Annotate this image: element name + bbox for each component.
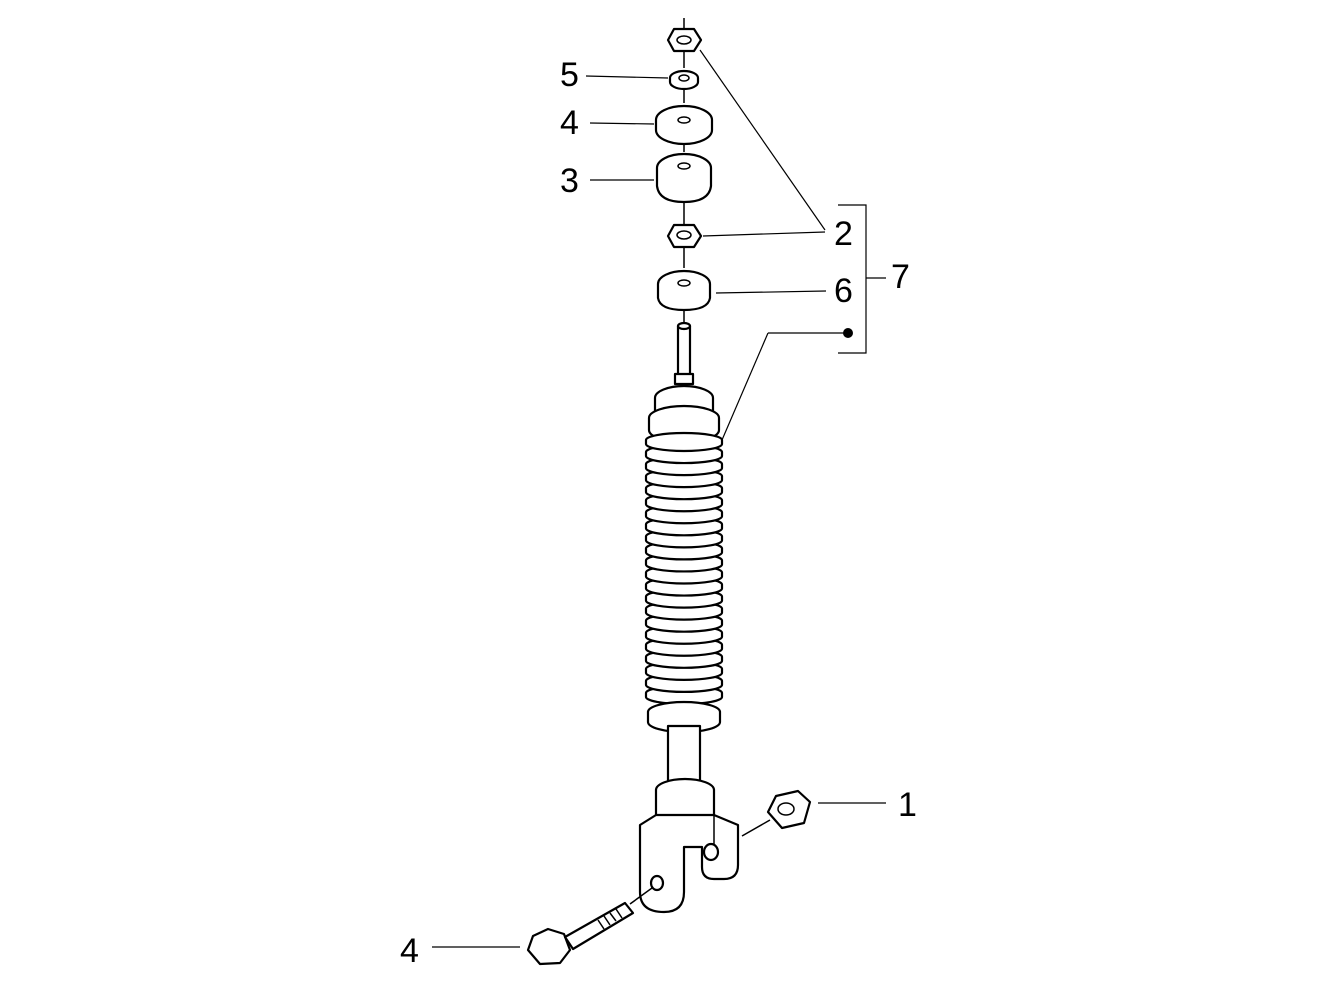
mounting-bolt	[526, 887, 653, 966]
callout-4-bottom: 4	[400, 932, 419, 970]
callout-3: 3	[560, 162, 579, 200]
lower-bushing	[656, 248, 712, 312]
top-nut	[666, 18, 703, 53]
callout-7: 7	[891, 258, 910, 296]
leader-lines	[432, 49, 886, 948]
shock-absorber	[638, 310, 740, 914]
flat-washer	[654, 88, 714, 146]
rubber-bushing	[655, 143, 713, 204]
small-washer	[668, 52, 700, 91]
callout-5: 5	[560, 56, 579, 94]
callout-2: 2	[834, 215, 853, 253]
callout-6: 6	[834, 272, 853, 310]
middle-nut	[666, 202, 703, 249]
callout-1: 1	[898, 786, 917, 824]
callout-4-top: 4	[560, 104, 579, 142]
assembly-dot	[843, 328, 853, 338]
spring-coil	[644, 431, 724, 453]
lower-nut	[741, 789, 812, 837]
coil-spring	[644, 431, 724, 706]
